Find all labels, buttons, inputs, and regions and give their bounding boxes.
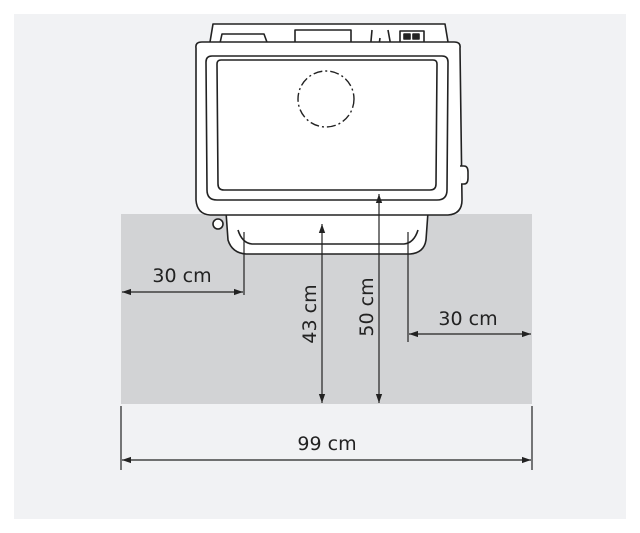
dimension-lines	[120, 194, 533, 470]
total-width-label: 99 cm	[297, 433, 356, 455]
left-clearance-label: 30 cm	[152, 265, 211, 287]
printer-top-view	[195, 23, 469, 255]
depth-total-label: 50 cm	[356, 277, 378, 336]
depth-to-base-label: 43 cm	[299, 284, 321, 343]
right-clearance-label: 30 cm	[438, 308, 497, 330]
